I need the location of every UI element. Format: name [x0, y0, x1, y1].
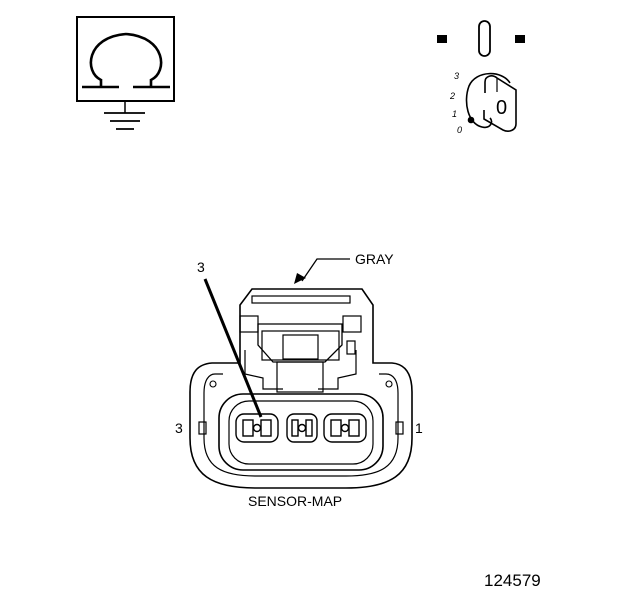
terminal-pin-1: [323, 413, 367, 443]
key-position-0: 0: [457, 125, 462, 135]
ground-icon: [104, 101, 145, 130]
pin-callout-label: 3: [197, 259, 205, 275]
color-leader-line: [301, 258, 350, 282]
terminal-pin-3: [235, 413, 279, 443]
key-position-3: 3: [454, 71, 459, 81]
connector-color-label: GRAY: [355, 251, 394, 267]
ohm-icon: [76, 16, 175, 102]
connector-body: [189, 288, 413, 489]
right-pin-number: 1: [415, 420, 423, 436]
key-position-2: 2: [449, 91, 455, 101]
figure-number: 124579: [484, 571, 541, 590]
key-position-1: 1: [452, 109, 457, 119]
key-position-labels: 3 2 1 0: [449, 71, 462, 135]
arrowhead-icon: [294, 273, 306, 284]
terminal-pin-2: [286, 413, 318, 443]
ignition-key-icon: [437, 20, 525, 132]
key-position-indicator: 0: [496, 97, 507, 119]
left-pin-number: 3: [175, 420, 183, 436]
connector-name: SENSOR-MAP: [248, 493, 342, 509]
